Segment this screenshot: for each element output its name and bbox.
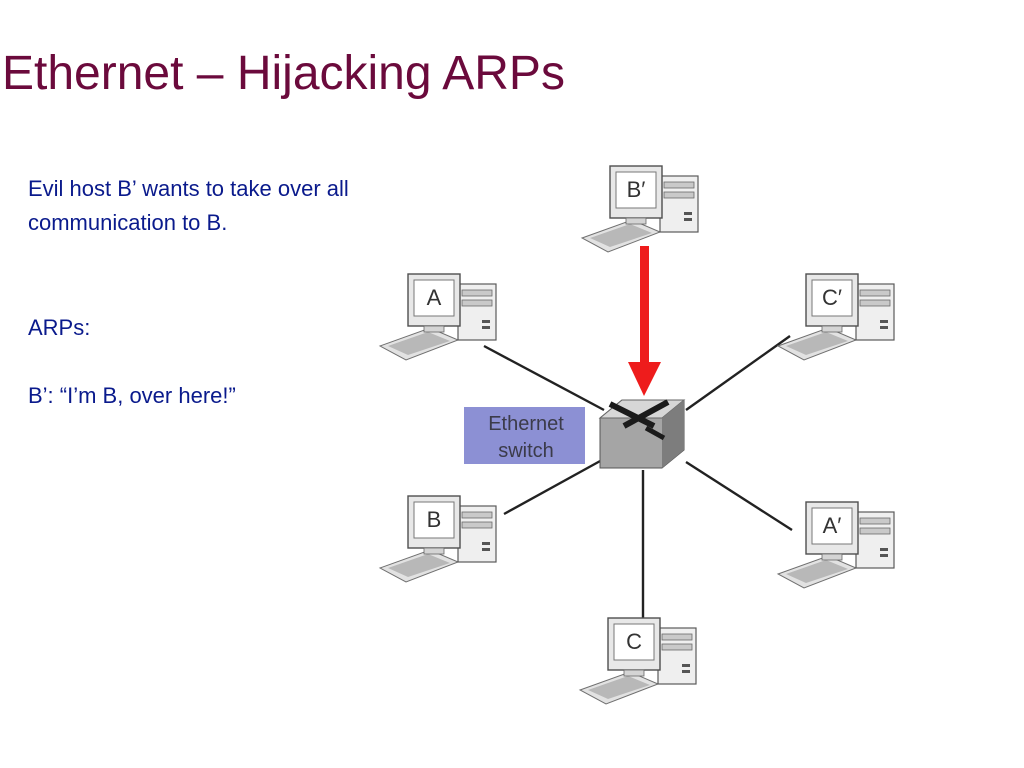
host-c: C: [579, 617, 697, 705]
slide-title: Ethernet – Hijacking ARPs: [2, 47, 565, 100]
host-label: A: [427, 285, 442, 310]
host-label: C′: [822, 285, 842, 310]
body-text: Evil host B’ wants to take over all comm…: [28, 172, 358, 413]
host-c-prime: C′: [777, 273, 895, 361]
ethernet-switch-icon: [598, 399, 686, 469]
switch-label-line1: Ethernet: [488, 413, 564, 435]
host-a-prime: A′: [777, 501, 895, 589]
host-b: B: [379, 495, 497, 583]
host-label: B′: [627, 177, 646, 202]
host-a: A: [379, 273, 497, 361]
host-label: B: [427, 507, 442, 532]
switch-label-box: Ethernet switch: [464, 407, 585, 464]
host-label: A′: [823, 513, 842, 538]
switch-label-line2: switch: [498, 440, 554, 462]
hijack-arrow: [628, 246, 661, 396]
host-label: C: [626, 629, 642, 654]
intro-paragraph: Evil host B’ wants to take over all comm…: [28, 176, 349, 236]
host-b-prime: B′: [581, 165, 699, 253]
network-cables: [483, 335, 793, 622]
arps-heading: ARPs:: [28, 314, 91, 340]
arp-message: B’: “I’m B, over here!”: [28, 382, 236, 408]
